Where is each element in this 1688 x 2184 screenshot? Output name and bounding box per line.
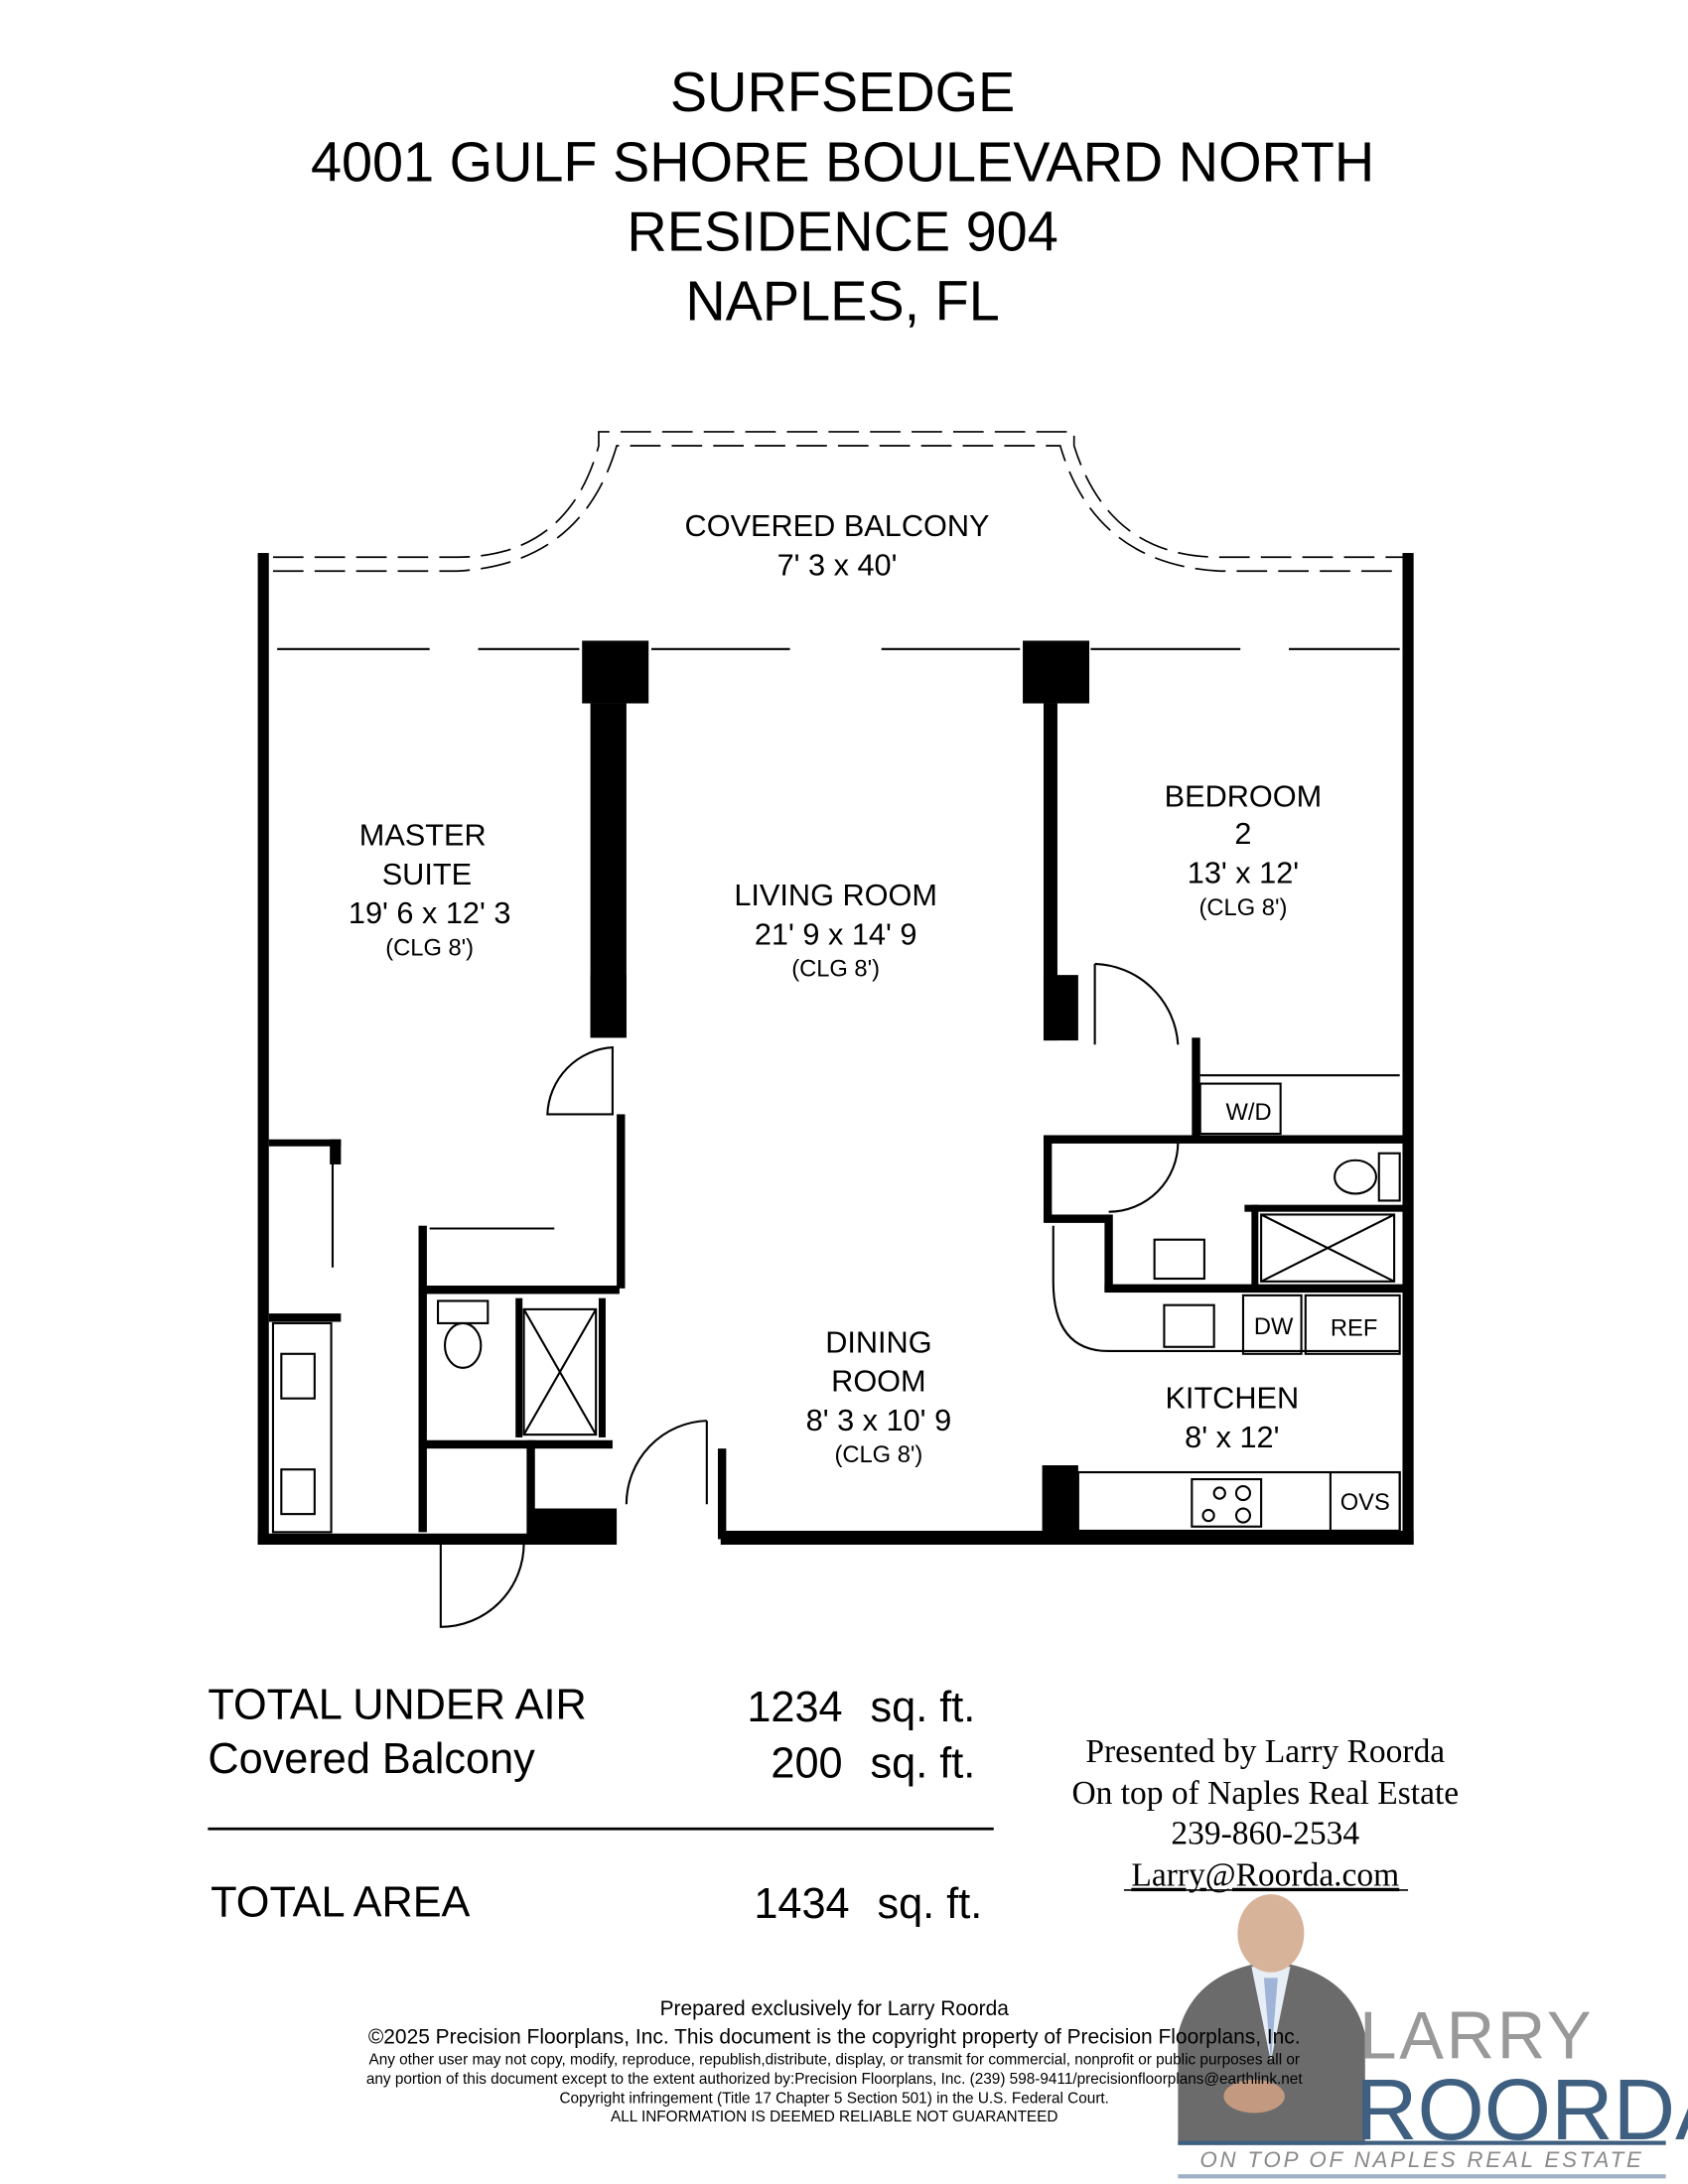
legal-line2: any portion of this document except to t…: [366, 2071, 1303, 2088]
kitchen-sink-icon: [1163, 1303, 1215, 1348]
area-summary: TOTAL UNDER AIR 1234 sq. ft. Covered Bal…: [208, 1681, 994, 1928]
sink-icon: [280, 1468, 316, 1516]
bedroom2-size: 13' x 12': [1188, 855, 1299, 889]
living-name: LIVING ROOM: [734, 878, 937, 912]
master-name2: SUITE: [382, 857, 472, 891]
under-air-label: TOTAL UNDER AIR: [208, 1681, 586, 1728]
under-air-value: 1234: [747, 1684, 842, 1731]
kitchen-name: KITCHEN: [1165, 1380, 1299, 1415]
ovs-label: OVS: [1340, 1489, 1390, 1516]
title-line3: RESIDENCE 904: [627, 200, 1057, 262]
logo-first: LARRY: [1359, 1999, 1594, 2074]
total-area-label: TOTAL AREA: [211, 1879, 470, 1927]
cooktop-icon: [1191, 1477, 1263, 1528]
sink-icon: [1153, 1238, 1205, 1281]
disclaimer: ALL INFORMATION IS DEEMED RELIABLE NOT G…: [611, 2109, 1057, 2125]
title-line4: NAPLES, FL: [685, 270, 999, 333]
title-line1: SURFSEDGE: [670, 61, 1015, 123]
legal-line3: Copyright infringement (Title 17 Chapter…: [559, 2091, 1108, 2108]
balcony-outline: [272, 431, 1403, 573]
balcony-area-label: Covered Balcony: [208, 1735, 535, 1783]
copyright: ©2025 Precision Floorplans, Inc. This do…: [368, 2025, 1301, 2048]
roorda-logo: LARRY ROORDA ON TOP OF NAPLES REAL ESTAT…: [1178, 1999, 1688, 2179]
dw-label: DW: [1254, 1313, 1294, 1340]
ref-label: REF: [1331, 1314, 1377, 1341]
agent-company: On top of Naples Real Estate: [1071, 1775, 1459, 1812]
wd-label: W/D: [1226, 1099, 1272, 1126]
balcony-name: COVERED BALCONY: [685, 508, 990, 543]
footer: Prepared exclusively for Larry Roorda ©2…: [366, 1997, 1303, 2125]
fixtures: [271, 1082, 1401, 1534]
shower-icon: [522, 1307, 598, 1436]
master-size: 19' 6 x 12' 3: [349, 895, 511, 930]
master-name1: MASTER: [359, 818, 487, 853]
under-air-unit: sq. ft.: [871, 1684, 976, 1731]
agent-phone: 239-860-2534: [1171, 1816, 1359, 1852]
bedroom2-ceiling: (CLG 8'): [1199, 894, 1288, 921]
dining-name1: DINING: [825, 1324, 931, 1359]
sink-icon: [280, 1352, 316, 1400]
doors: [439, 962, 1400, 1628]
logo-tagline: ON TOP OF NAPLES REAL ESTATE: [1199, 2147, 1643, 2172]
prepared-for: Prepared exclusively for Larry Roorda: [660, 1997, 1010, 2020]
dining-size: 8' 3 x 10' 9: [806, 1403, 951, 1437]
total-area-value: 1434: [754, 1880, 849, 1928]
toilet-icon: [1334, 1159, 1378, 1195]
toilet-icon: [443, 1321, 483, 1369]
total-area-unit: sq. ft.: [877, 1880, 982, 1928]
bedroom2-name1: BEDROOM: [1165, 778, 1323, 813]
balcony-area-value: 200: [771, 1739, 842, 1787]
title-line2: 4001 GULF SHORE BOULEVARD NORTH: [311, 130, 1374, 193]
living-ceiling: (CLG 8'): [791, 955, 880, 982]
kitchen-size: 8' x 12': [1185, 1420, 1279, 1454]
living-size: 21' 9 x 14' 9: [755, 916, 917, 951]
header: SURFSEDGE 4001 GULF SHORE BOULEVARD NORT…: [311, 61, 1374, 333]
bedroom2-name2: 2: [1234, 816, 1251, 851]
walls: [257, 553, 1414, 1545]
balcony-size: 7' 3 x 40': [777, 547, 898, 582]
agent-email[interactable]: Larry@Roorda.com: [1131, 1857, 1399, 1894]
room-labels: COVERED BALCONY 7' 3 x 40' MASTER SUITE …: [349, 508, 1390, 1516]
balcony-area-unit: sq. ft.: [871, 1739, 976, 1787]
sliding-doors: [277, 647, 1400, 1268]
legal-line1: Any other user may not copy, modify, rep…: [368, 2051, 1300, 2068]
master-ceiling: (CLG 8'): [385, 934, 474, 961]
presented-by: Presented by Larry Roorda: [1085, 1733, 1445, 1770]
shower-icon: [1260, 1213, 1396, 1283]
agent-info: Presented by Larry Roorda On top of Napl…: [1071, 1733, 1459, 1894]
agent-photo: [1178, 1894, 1365, 2145]
dining-ceiling: (CLG 8'): [834, 1441, 922, 1468]
dining-name2: ROOM: [831, 1364, 925, 1399]
